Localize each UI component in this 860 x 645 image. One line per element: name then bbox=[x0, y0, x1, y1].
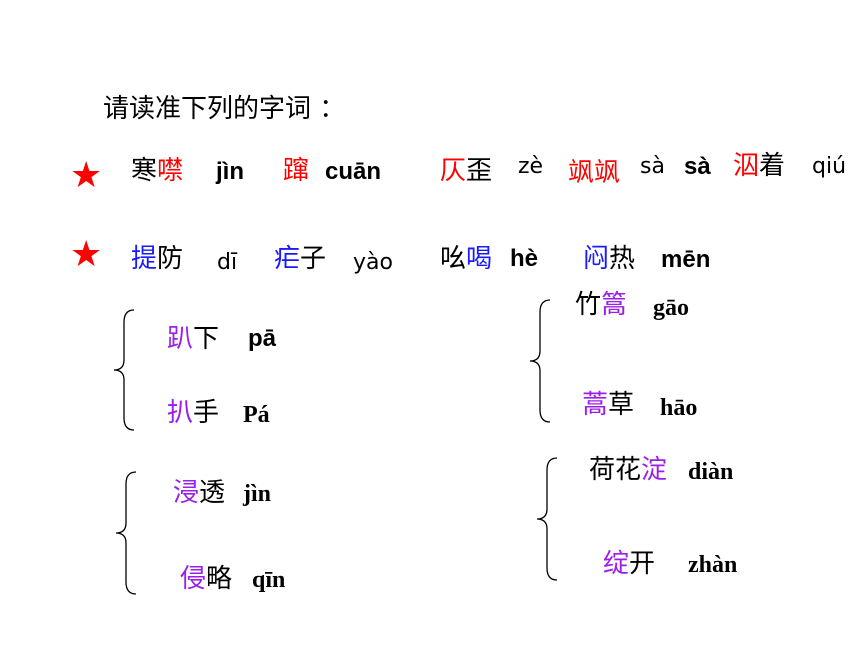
highlight-char: 侵 bbox=[180, 564, 207, 594]
word-yaohe: 吆喝 bbox=[440, 246, 492, 272]
pinyin-yao: yào bbox=[353, 250, 393, 275]
word-jintou: 浸透 bbox=[173, 480, 225, 506]
highlight-char: 喝 bbox=[466, 244, 493, 274]
pinyin-jin-2: jìn bbox=[243, 481, 272, 507]
pinyin-jin: jìn bbox=[216, 158, 244, 185]
word-char: 下 bbox=[193, 324, 220, 354]
word-zewai: 仄歪 bbox=[440, 158, 492, 184]
pinyin-hao: hāo bbox=[660, 395, 698, 421]
star-icon: ★ bbox=[70, 234, 103, 275]
highlight-char: 趴 bbox=[167, 324, 194, 354]
highlight-char: 篙 bbox=[601, 290, 628, 320]
word-paxia: 趴下 bbox=[167, 326, 219, 352]
pinyin-he: hè bbox=[510, 245, 539, 272]
word-difang: 提防 bbox=[131, 246, 183, 272]
word-char: 透 bbox=[199, 478, 226, 508]
word-char: 竹 bbox=[575, 290, 602, 320]
word-zhugao: 竹篙 bbox=[575, 292, 627, 318]
pinyin-cuan: cuān bbox=[325, 158, 382, 185]
word-qinlue: 侵略 bbox=[180, 566, 232, 592]
highlight-char: 仄 bbox=[440, 156, 467, 186]
word-char: 热 bbox=[609, 244, 636, 274]
brace-left bbox=[113, 309, 135, 431]
word-hehuadian: 荷花淀 bbox=[589, 457, 667, 483]
word-hanjin: 寒噤 bbox=[131, 158, 183, 184]
word-char: 手 bbox=[193, 398, 220, 428]
word-char: 歪 bbox=[466, 156, 493, 186]
star-icon: ★ bbox=[70, 155, 103, 196]
pinyin-di: dī bbox=[217, 250, 238, 275]
word-yaozi: 疟子 bbox=[274, 246, 326, 272]
pinyin-dian: diàn bbox=[688, 459, 734, 485]
pinyin-pa-2: Pá bbox=[243, 402, 270, 428]
highlight-char: 绽 bbox=[603, 549, 630, 579]
highlight-char: 蒿 bbox=[582, 390, 609, 420]
brace-left bbox=[536, 457, 558, 581]
word-char: 荷花 bbox=[589, 455, 642, 485]
word-sasa: 飒飒 bbox=[568, 158, 621, 188]
word-char: 开 bbox=[629, 549, 656, 579]
pinyin-men: mēn bbox=[661, 246, 711, 273]
pinyin-sa-1: sà bbox=[640, 154, 665, 179]
highlight-char: 淀 bbox=[641, 455, 668, 485]
word-cuan: 蹿 bbox=[283, 156, 310, 186]
word-qiuzhe: 泅着 bbox=[733, 153, 785, 179]
pinyin-gao: gāo bbox=[653, 295, 689, 321]
word-zhankai: 绽开 bbox=[603, 551, 655, 577]
page-title: 请读准下列的字词 ： bbox=[103, 94, 346, 124]
highlight-char: 提 bbox=[131, 244, 158, 274]
word-pashou: 扒手 bbox=[167, 400, 219, 426]
word-menre: 闷热 bbox=[583, 246, 635, 272]
pinyin-pa-1: pā bbox=[248, 325, 277, 352]
highlight-char: 疟 bbox=[274, 244, 301, 274]
word-char: 着 bbox=[759, 151, 786, 181]
highlight-char: 浸 bbox=[173, 478, 200, 508]
word-char: 草 bbox=[608, 390, 635, 420]
highlight-char: 闷 bbox=[583, 244, 610, 274]
brace-left bbox=[529, 299, 551, 423]
highlight-char: 噤 bbox=[157, 156, 184, 186]
word-char: 子 bbox=[300, 244, 327, 274]
pinyin-qiu: qiú bbox=[812, 154, 847, 179]
pinyin-sa-2: sà bbox=[684, 153, 711, 180]
brace-left bbox=[115, 471, 137, 595]
pinyin-qin: qīn bbox=[252, 567, 286, 593]
highlight-char: 泅 bbox=[733, 151, 760, 181]
word-haocao: 蒿草 bbox=[582, 392, 634, 418]
word-char: 寒 bbox=[131, 156, 158, 186]
word-char: 略 bbox=[206, 564, 233, 594]
highlight-char: 扒 bbox=[167, 398, 194, 428]
pinyin-ze: zè bbox=[518, 154, 544, 179]
pinyin-zhan: zhàn bbox=[688, 552, 738, 578]
word-char: 防 bbox=[157, 244, 184, 274]
word-char: 吆 bbox=[440, 244, 467, 274]
